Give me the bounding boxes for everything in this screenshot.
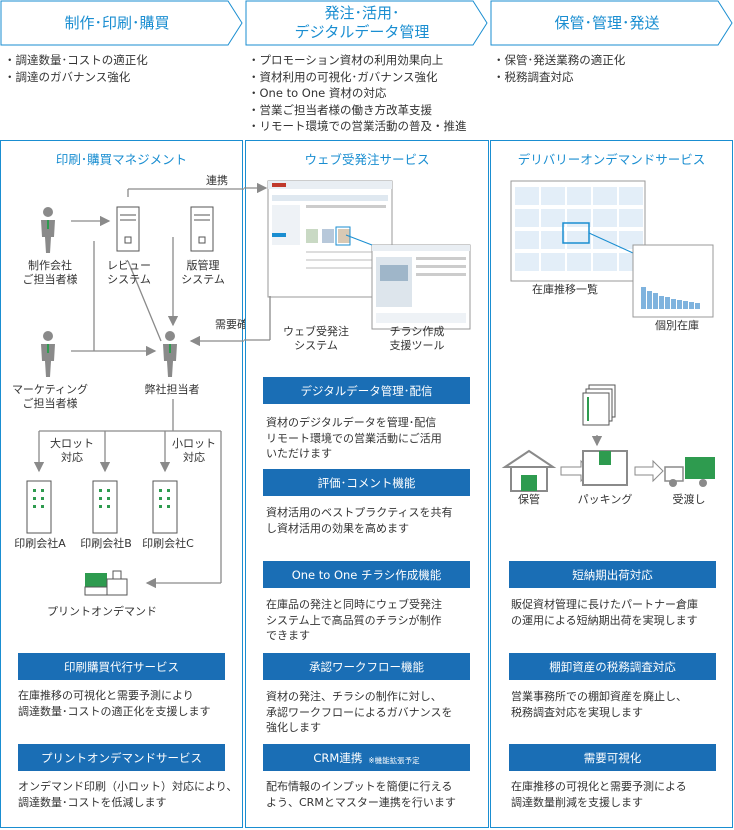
printer-icon	[84, 570, 128, 596]
node-large-lot-label: 大ロット対応	[50, 437, 94, 464]
building-icon	[152, 480, 178, 534]
service-bar: プリントオンデマンドサービス	[18, 744, 225, 771]
column-title: 印刷･購買マネジメント	[55, 152, 188, 167]
header-title-line1: 発注･活用･	[324, 4, 400, 22]
building-icon	[26, 480, 52, 534]
feature-name: CRM連携	[313, 750, 363, 765]
delivery-visuals	[501, 180, 715, 492]
bullets-col1: ・調達数量･コストの適正化 ・調達のガバナンス強化	[4, 52, 148, 85]
flyer-tool-screenshot	[371, 244, 471, 330]
feature-description: 資材のデジタルデータを管理･配信リモート環境での営業活動にご活用いただけます	[266, 416, 442, 460]
node-marketing-label: マーケティングご担当者様	[11, 383, 89, 410]
feature-bar: CRM連携 ※機能拡張予定	[263, 744, 470, 771]
service-description: オンデマンド印刷（小ロット）対応により、調達数量･コストを低減します	[18, 780, 238, 809]
column-delivery: デリバリーオンデマンドサービス	[490, 140, 733, 828]
feature-description: 資材の発注、チラシの制作に対し、承認ワークフローによるガバナンスを強化します	[266, 690, 453, 734]
node-small-lot-label: 小ロット対応	[172, 437, 216, 464]
truck-icon	[664, 457, 715, 487]
building-icon	[92, 480, 118, 534]
header-title-line2: デジタルデータ管理	[294, 23, 430, 41]
person-icon	[41, 207, 55, 253]
stacked-documents-icon	[582, 384, 616, 426]
bullet-item: ・プロモーション資材の利用効果向上	[248, 53, 444, 67]
web-system-label: ウェブ受発注システム	[283, 325, 349, 352]
bullet-item: ・税務調査対応	[493, 69, 574, 84]
flyer-tool-label: チラシ作成支援ツール	[389, 325, 445, 352]
server-icon	[116, 206, 140, 252]
header-process-2: 発注･活用･デジタルデータ管理	[245, 0, 489, 46]
bullet-item: ・One to One 資材の対応	[248, 86, 387, 100]
column-title: デリバリーオンデマンドサービス	[517, 152, 706, 167]
service-bar: 棚卸資産の税務調査対応	[509, 653, 716, 680]
node-seisaku-label: 制作会社ご担当者様	[22, 259, 78, 286]
handover-label: 受渡し	[672, 493, 706, 506]
bullets-col3: ・保管･発送業務の適正化 ・税務調査対応	[493, 52, 625, 85]
person-icon	[41, 331, 55, 377]
header-title: 保管･管理･発送	[554, 13, 660, 32]
server-icon	[190, 206, 214, 252]
link-label-renkei: 連携	[206, 174, 228, 187]
column-web-order: ウェブ受発注サービス ウェ	[245, 140, 489, 828]
inventory-item-label: 個別在庫	[655, 319, 699, 332]
storage-label: 保管	[518, 493, 540, 506]
feature-bar: 評価･コメント機能	[263, 469, 470, 496]
node-printC-label: 印刷会社C	[142, 537, 194, 550]
column-title: ウェブ受発注サービス	[304, 152, 430, 167]
bullet-item: ・資材利用の可視化･ガバナンス強化	[248, 69, 438, 84]
node-printA-label: 印刷会社A	[14, 537, 66, 550]
packing-label: パッキング	[577, 493, 633, 506]
service-bar: 印刷購買代行サービス	[18, 653, 225, 680]
header-title: 制作･印刷･購買	[64, 13, 170, 32]
column-print-purchase: 印刷･購買マネジメント	[0, 140, 244, 828]
inventory-list-label: 在庫推移一覧	[532, 283, 598, 296]
node-review-label: レビューシステム	[107, 259, 151, 286]
warehouse-icon	[501, 449, 557, 492]
bullet-item: ・調達のガバナンス強化	[4, 69, 131, 84]
web-screens	[267, 180, 471, 330]
service-description: 販促資材管理に長けたパートナー倉庫の運用による短納期出荷を実現します	[511, 598, 698, 627]
node-heisha-label: 弊社担当者	[144, 383, 200, 396]
feature-bar: 承認ワークフロー機能	[263, 653, 470, 680]
feature-description: 配布情報のインプットを簡便に行えるよう、CRMとマスター連携を行います	[266, 780, 456, 809]
node-printB-label: 印刷会社B	[80, 537, 132, 550]
feature-bar: One to One チラシ作成機能	[263, 561, 470, 588]
feature-description: 在庫品の発注と同時にウェブ受発注システム上で高品質のチラシが制作できます	[266, 598, 442, 642]
bullet-item: ・営業ご担当者様の働き方改革支援	[248, 102, 432, 117]
service-description: 在庫推移の可視化と需要予測による調達数量削減を支援します	[511, 780, 687, 809]
chevron-arrow-shape	[245, 0, 488, 46]
service-bar: 需要可視化	[509, 744, 716, 771]
chevron-arrow-shape	[0, 0, 243, 46]
flow-diagram	[26, 188, 244, 596]
chevron-arrow-shape	[490, 0, 733, 46]
web-order-screenshot	[267, 180, 393, 298]
node-hanban-label: 版管理システム	[181, 259, 225, 286]
service-description: 在庫推移の可視化と需要予測により調達数量･コストの適正化を支援します	[18, 689, 211, 718]
person-icon	[163, 331, 177, 377]
box-icon	[582, 450, 628, 486]
bullet-item: ・リモート環境での営業活動の普及・推進	[248, 119, 467, 133]
header-process-3: 保管･管理･発送	[490, 0, 734, 46]
feature-note: ※機能拡張予定	[368, 756, 420, 765]
inventory-item-screenshot	[632, 244, 714, 318]
bullets-col2: ・プロモーション資材の利用効果向上 ・資材利用の可視化･ガバナンス強化 ・One…	[248, 52, 467, 135]
service-description: 営業事務所での棚卸資産を廃止し、税務調査対応を実現します	[511, 690, 687, 719]
service-bar: 短納期出荷対応	[509, 561, 716, 588]
feature-description: 資材活用のベストプラクティスを共有し資材活用の効果を高めます	[266, 506, 453, 535]
feature-bar: デジタルデータ管理･配信	[263, 377, 470, 404]
header-process-1: 制作･印刷･購買	[0, 0, 244, 46]
node-pod-label: プリントオンデマンド	[47, 605, 157, 618]
inventory-list-screenshot	[510, 180, 646, 282]
bullet-item: ・保管･発送業務の適正化	[493, 53, 626, 67]
bullet-item: ・調達数量･コストの適正化	[4, 53, 148, 67]
